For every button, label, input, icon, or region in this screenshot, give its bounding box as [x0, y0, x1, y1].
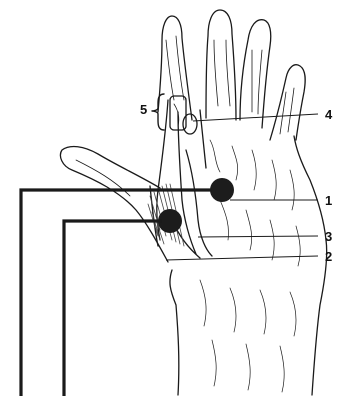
forearm-outline	[170, 240, 327, 395]
marker-dot-upper	[210, 178, 234, 202]
structure-4	[183, 114, 197, 134]
leader-3	[198, 236, 318, 237]
callout-5: 5	[140, 103, 147, 116]
middle-finger	[206, 10, 236, 120]
palm-outline	[200, 110, 326, 240]
pointer-line-lower	[64, 221, 162, 396]
index-finger	[158, 16, 192, 120]
hand-texture	[200, 140, 300, 392]
leader-2	[166, 256, 318, 260]
callout-4: 4	[325, 108, 332, 121]
callout-2: 2	[325, 250, 332, 263]
callout-1: 1	[325, 194, 332, 207]
callout-3: 3	[325, 230, 332, 243]
ring-finger	[240, 20, 271, 128]
little-finger	[270, 65, 305, 140]
